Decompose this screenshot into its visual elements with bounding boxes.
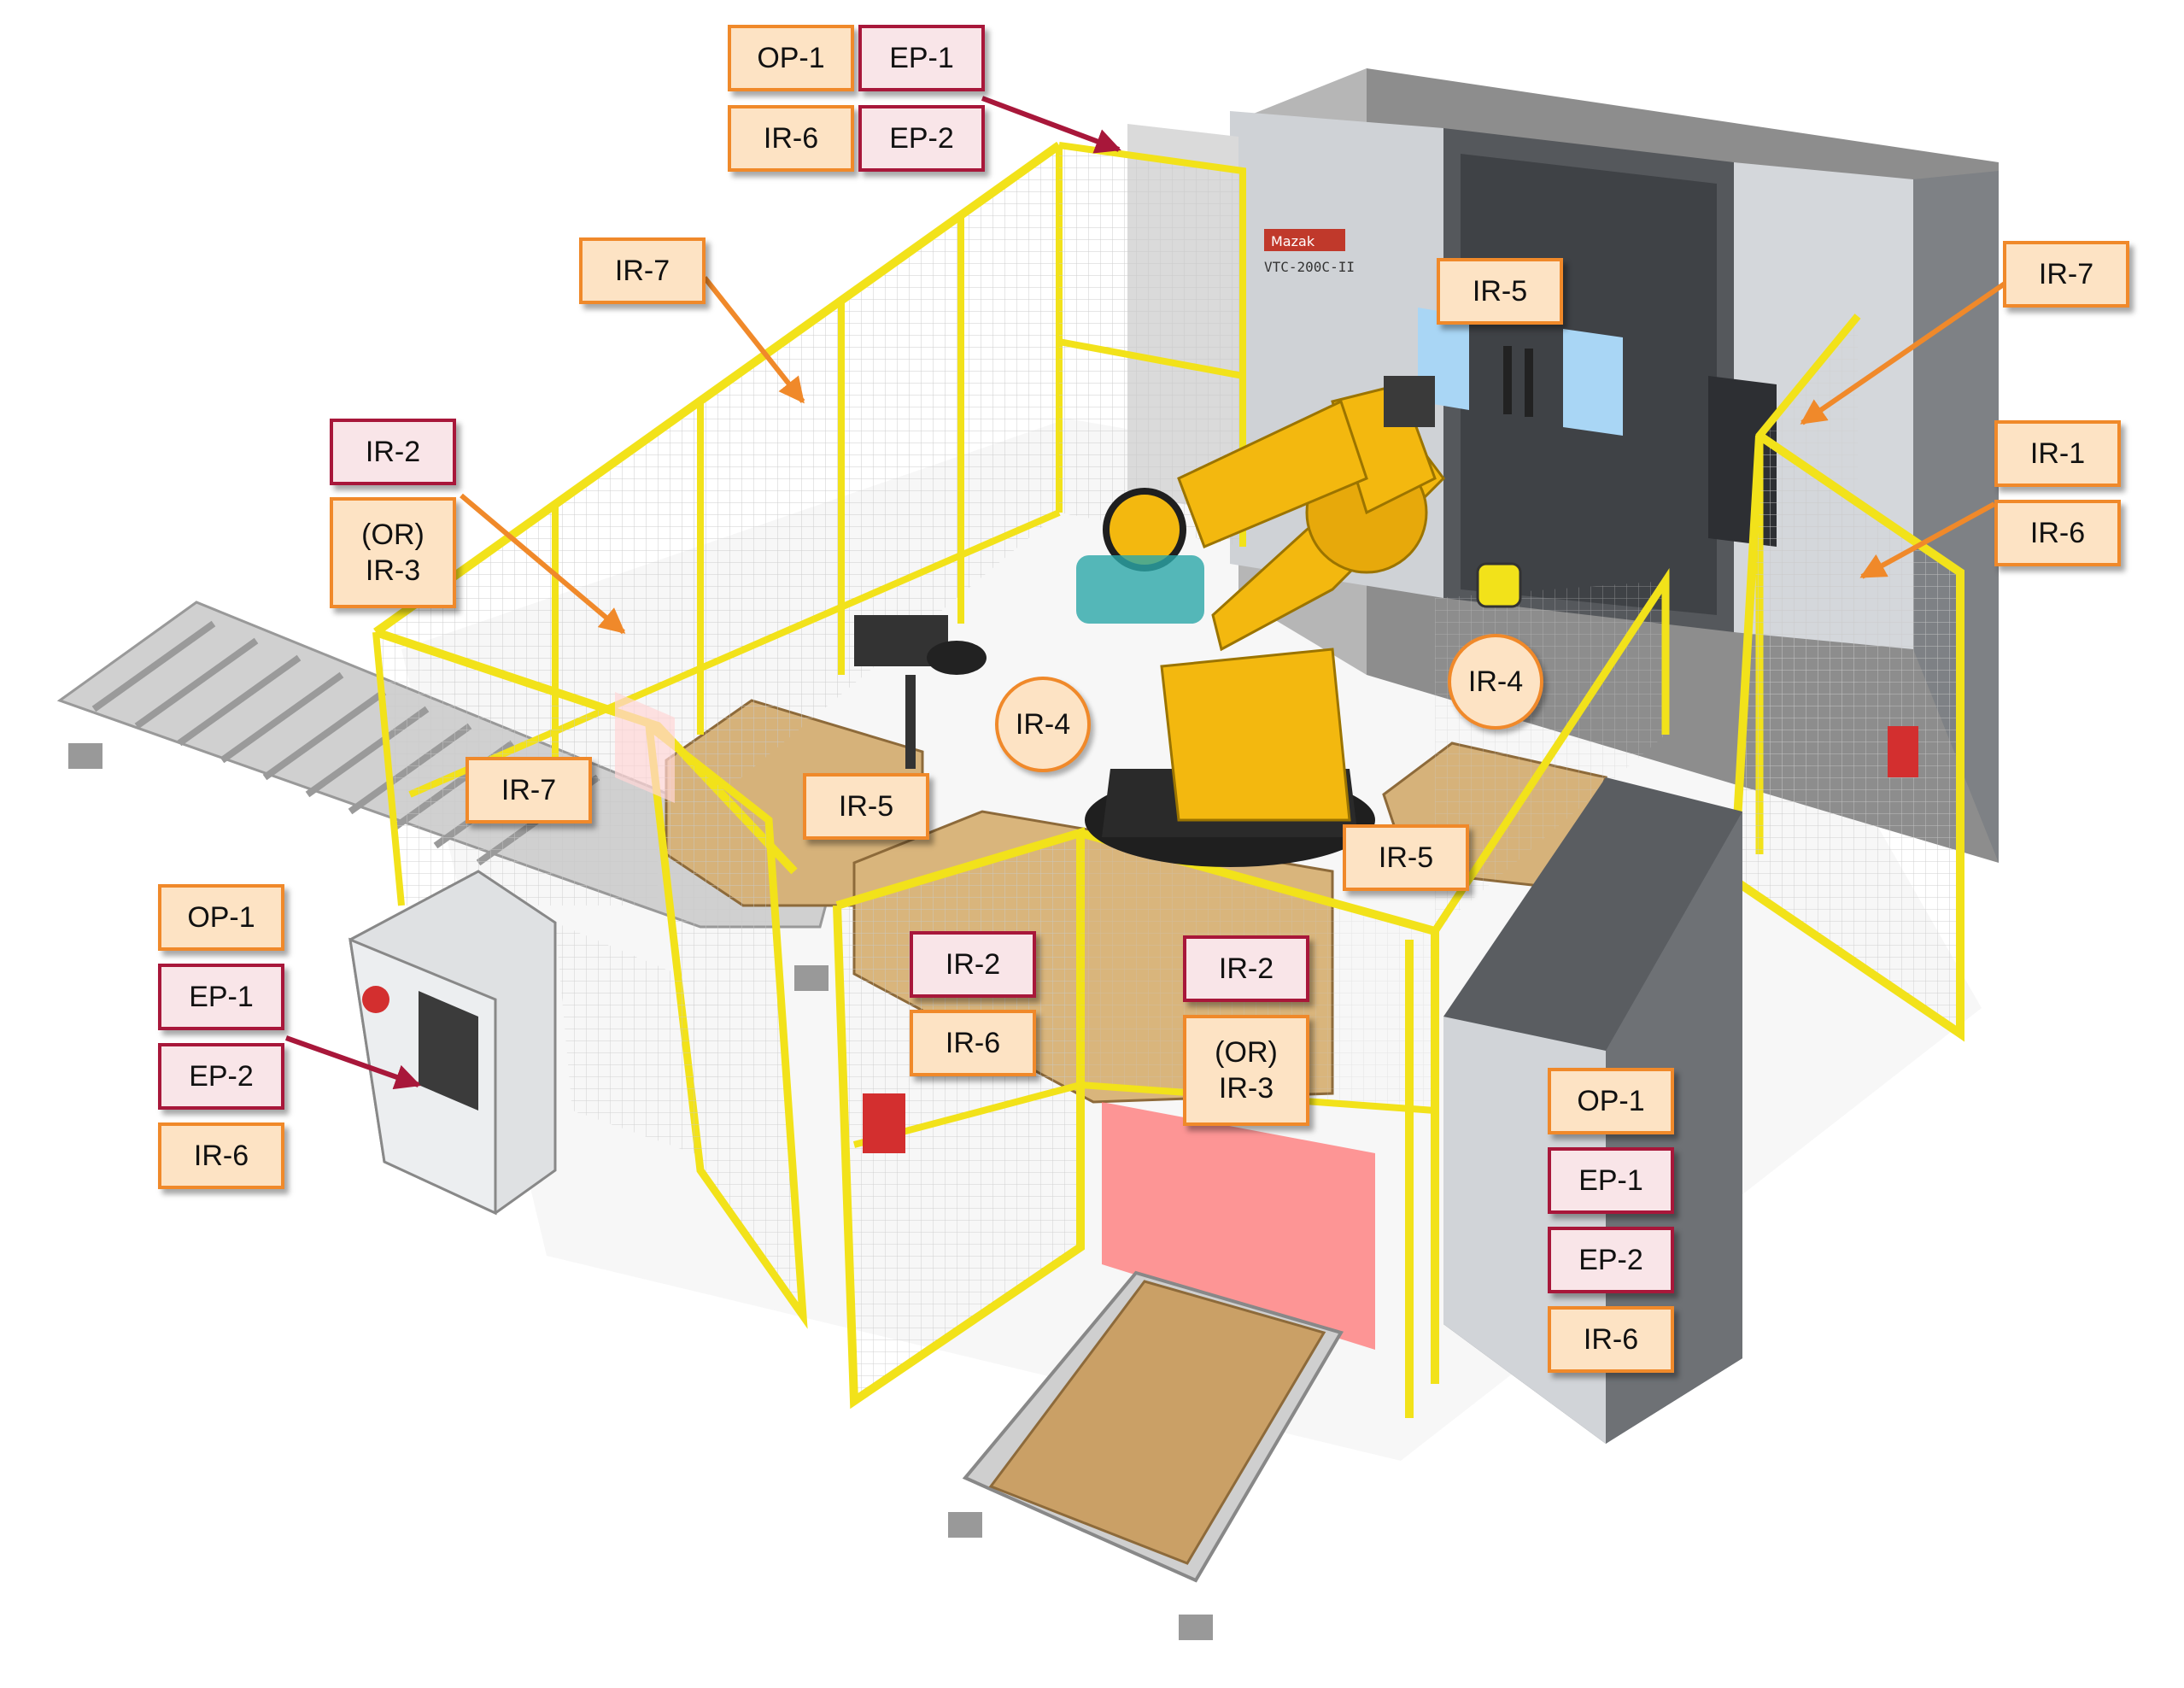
operator-control-cabinet: [348, 870, 557, 1216]
label-ir3-text-mid: IR-3: [1218, 1072, 1274, 1105]
label-ir2-left: IR-2: [330, 419, 456, 485]
machine-brand: Mazak: [1271, 233, 1315, 249]
safety-scanner: [1476, 562, 1522, 608]
label-ir5-center: IR-5: [803, 773, 929, 840]
label-ir4-right: IR-4: [1448, 634, 1543, 730]
label-ir1-right: IR-1: [1994, 420, 2121, 487]
label-op1-cabinet: OP-1: [158, 884, 284, 951]
label-ep2-top: EP-2: [858, 105, 985, 172]
hazard-zone: [1102, 1102, 1375, 1350]
label-ir2-mid: IR-2: [1183, 935, 1309, 1002]
label-ir7-right: IR-7: [2003, 241, 2129, 308]
industrial-robot: [1076, 376, 1445, 867]
label-ep1-cabinet: EP-1: [158, 964, 284, 1030]
label-ir7-conveyor: IR-7: [465, 757, 592, 823]
label-ir2-door: IR-2: [910, 931, 1036, 998]
label-or-text-mid: (OR): [1215, 1035, 1278, 1069]
vision-camera-stand: [854, 615, 987, 769]
label-ir6-rcab: IR-6: [1548, 1306, 1674, 1373]
callout-arrows: [284, 96, 2009, 1090]
fence-right: [1729, 314, 1964, 1042]
label-ir5-right: IR-5: [1343, 824, 1469, 891]
machine-model: VTC-200C-II: [1264, 259, 1355, 275]
label-ir5-machine: IR-5: [1437, 258, 1563, 325]
label-op1-top: OP-1: [728, 25, 854, 91]
label-ir4-center: IR-4: [995, 677, 1091, 772]
pallet-slide: [948, 1270, 1344, 1640]
label-ep2-cabinet: EP-2: [158, 1043, 284, 1110]
label-ep1-top: EP-1: [858, 25, 985, 91]
fence-far-left: [373, 141, 1246, 854]
label-or-text: (OR): [361, 518, 425, 551]
label-ir6-door: IR-6: [910, 1010, 1036, 1076]
label-or-ir3-mid: (OR) IR-3: [1183, 1015, 1309, 1126]
label-ir6-right: IR-6: [1994, 500, 2121, 566]
label-ir7-left-fence: IR-7: [579, 237, 706, 304]
label-ir6-cabinet: IR-6: [158, 1122, 284, 1189]
label-or-ir3-left: (OR) IR-3: [330, 497, 456, 608]
label-ep2-rcab: EP-2: [1548, 1227, 1674, 1293]
label-ep1-rcab: EP-1: [1548, 1147, 1674, 1214]
label-ir3-text: IR-3: [365, 554, 421, 587]
label-ir6-top: IR-6: [728, 105, 854, 172]
label-op1-rcab: OP-1: [1548, 1068, 1674, 1134]
